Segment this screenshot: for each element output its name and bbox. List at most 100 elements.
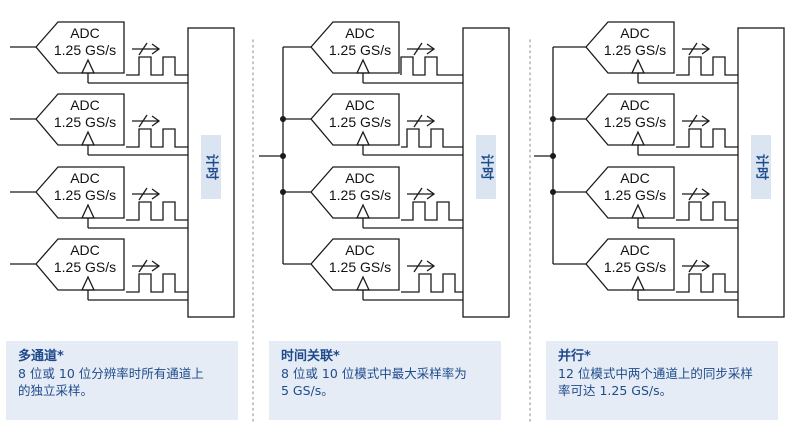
bus-slash — [413, 42, 423, 56]
clock-label-bg — [751, 135, 771, 199]
adc-label: ADC — [620, 242, 650, 258]
clock-block — [187, 27, 235, 318]
square-wave — [126, 128, 188, 148]
adc-rate-label: 1.25 GS/s — [329, 187, 391, 203]
adc-label: ADC — [620, 97, 650, 113]
adc-label: ADC — [345, 170, 375, 186]
adc-rate-label: 1.25 GS/s — [329, 42, 391, 58]
caption-body-line1: 8 位或 10 位分辨率时所有通道上 — [18, 366, 204, 381]
bus-slash — [138, 259, 148, 273]
adc-rate-label: 1.25 GS/s — [54, 187, 116, 203]
bus-slash — [413, 187, 423, 201]
clock-input-triangle — [80, 130, 96, 146]
clock-label: 计时 — [204, 154, 220, 180]
digital-output-arrow — [426, 43, 436, 55]
clock-input-triangle — [80, 203, 96, 219]
square-wave — [676, 201, 738, 221]
adc-shape — [310, 238, 400, 291]
caption-interleaved: 时间关联* 8 位或 10 位模式中最大采样率为 5 GS/s。 — [269, 341, 501, 420]
caption-body-line2: 5 GS/s。 — [281, 383, 334, 398]
adc-shape — [310, 166, 400, 219]
clock-label: 计时 — [754, 154, 770, 180]
digital-output-arrow — [426, 188, 436, 200]
caption-parallel: 并行* 12 位模式中两个通道上的同步采样 率可达 1.25 GS/s。 — [546, 341, 778, 420]
adc-label: ADC — [620, 25, 650, 41]
junction-dot — [280, 116, 286, 122]
square-wave — [400, 56, 463, 76]
caption-body-line2: 率可达 1.25 GS/s。 — [558, 383, 673, 398]
square-wave — [126, 201, 188, 221]
square-wave — [401, 128, 463, 148]
digital-output-arrow — [426, 115, 436, 127]
adc-label: ADC — [70, 25, 100, 41]
clock-block — [462, 27, 510, 318]
caption-title: 时间关联* — [281, 349, 340, 364]
caption-body-line1: 8 位或 10 位模式中最大采样率为 — [281, 366, 467, 381]
square-wave — [126, 273, 188, 293]
digital-output-arrow — [701, 260, 711, 272]
adc-label: ADC — [70, 242, 100, 258]
digital-output-arrow — [701, 43, 711, 55]
adc-label: ADC — [345, 25, 375, 41]
adc-rate-label: 1.25 GS/s — [604, 259, 666, 275]
junction-dot — [280, 153, 286, 159]
clock-label: 计时 — [479, 154, 495, 180]
adc-shape — [35, 21, 125, 74]
adc-shape — [35, 166, 125, 219]
adc-shape — [585, 238, 675, 291]
adc-rate-label: 1.25 GS/s — [54, 259, 116, 275]
adc-rate-label: 1.25 GS/s — [54, 114, 116, 130]
adc-label: ADC — [620, 170, 650, 186]
adc-label: ADC — [345, 242, 375, 258]
clock-input-triangle — [355, 130, 371, 146]
junction-dot — [280, 189, 286, 195]
clock-input-triangle — [80, 58, 96, 74]
bus-slash — [138, 42, 148, 56]
clock-label-bg — [201, 135, 221, 199]
adc-shape — [35, 238, 125, 291]
junction-dot — [550, 189, 556, 195]
adc-rate-label: 1.25 GS/s — [54, 42, 116, 58]
digital-output-arrow — [151, 115, 161, 127]
adc-rate-label: 1.25 GS/s — [329, 259, 391, 275]
adc-rate-label: 1.25 GS/s — [604, 42, 666, 58]
digital-output-arrow — [151, 188, 161, 200]
clock-input-triangle — [630, 275, 646, 291]
square-wave — [676, 273, 738, 293]
adc-shape — [35, 93, 125, 146]
clock-input-triangle — [630, 130, 646, 146]
square-wave — [676, 56, 738, 76]
bus-slash — [688, 42, 698, 56]
bus-slash — [688, 187, 698, 201]
adc-label: ADC — [70, 170, 100, 186]
clock-input-triangle — [355, 275, 371, 291]
adc-rate-label: 1.25 GS/s — [604, 114, 666, 130]
bus-slash — [138, 114, 148, 128]
adc-shape — [310, 93, 400, 146]
digital-output-arrow — [151, 260, 161, 272]
clock-input-triangle — [630, 58, 646, 74]
adc-label: ADC — [70, 97, 100, 113]
adc-shape — [310, 21, 400, 74]
adc-shape — [585, 166, 675, 219]
digital-output-arrow — [151, 43, 161, 55]
clock-input-triangle — [80, 275, 96, 291]
junction-dot — [550, 153, 556, 159]
bus-slash — [413, 114, 423, 128]
caption-body-line2: 的独立采样。 — [18, 383, 94, 398]
caption-body-line1: 12 位模式中两个通道上的同步采样 — [558, 366, 753, 381]
square-wave — [126, 56, 188, 76]
adc-shape — [585, 93, 675, 146]
junction-dot — [550, 116, 556, 122]
